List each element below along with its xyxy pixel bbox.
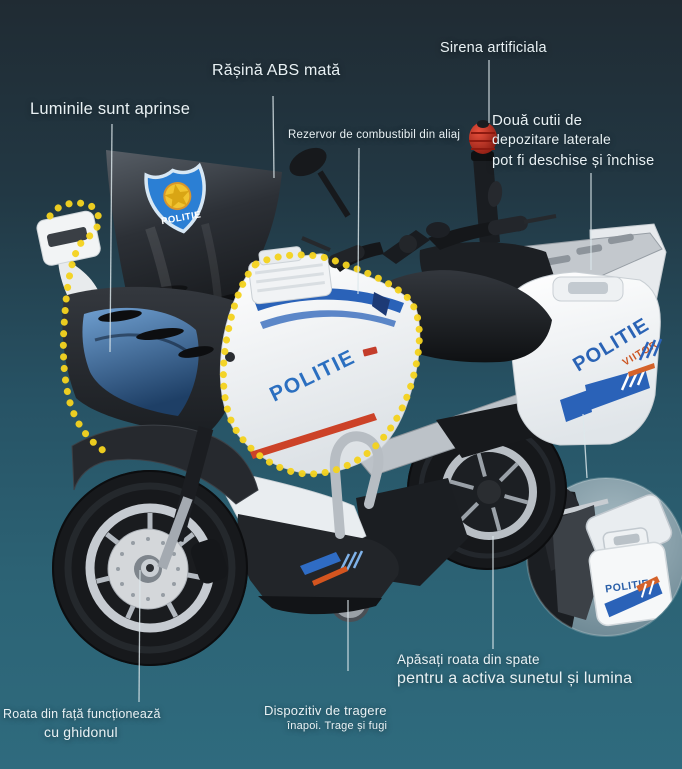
annotation-fuel-tank: Rezervor de combustibil din aliaj [288,129,460,142]
annotation-siren-text: Sirena artificiala [440,40,547,56]
front-fender [71,424,259,505]
annotation-fuel-tank-text: Rezervor de combustibil din aliaj [288,129,461,141]
callout-line-lights [109,123,113,353]
annotation-side-boxes-line2: depozitare laterale [492,131,611,148]
callout-line-resin [272,95,275,179]
callout-line-fuel-tank [357,147,360,295]
annotation-side-boxes-line1: Două cutii de [492,112,583,129]
annotation-abs-resin-text: Rășină ABS mată [212,62,341,79]
fairing-highlight-outline [219,251,423,478]
front-fork [157,426,228,584]
handlebars [289,147,557,272]
annotation-side-boxes: Două cutii de depozitare laterale pot fi… [492,112,654,170]
annotation-front-wheel-line2: cu ghidonul [44,724,118,740]
annotation-rear-wheel-line1: Apăsați roata din spate [397,652,540,667]
crash-bar [329,431,384,539]
annotation-pullback-line1: Dispozitiv de tragere [264,703,387,718]
callout-line-inset [582,413,588,479]
annotation-front-wheel-line1: Roata din față funcționează [3,707,161,721]
police-badge-icon: POLITIE [144,162,206,234]
annotation-pullback-line2: înapoi. Trage și fugi [287,720,388,732]
lower-cowl [223,469,399,615]
inset-box-body: POLITIE [588,527,674,627]
front-highlight-outline [46,199,108,455]
motorcycle: POLITIE VIITOR [36,120,667,666]
highlight-dotted-outline [46,199,423,478]
left-mirror-icon [289,147,327,177]
center-fairing: POLITIE [219,261,421,474]
callout-line-front-wheel [138,569,141,703]
annotation-side-boxes-line3: pot fi deschise și închise [492,153,655,170]
front-nose [62,286,245,436]
annotation-abs-resin: Rășină ABS mată [212,62,340,80]
callout-lines [109,60,592,703]
annotation-lights: Luminile sunt aprinse [30,100,190,119]
annotation-lights-text: Luminile sunt aprinse [30,100,191,118]
annotation-rear-wheel: Apăsați roata din spate pentru a activa … [397,652,632,688]
annotation-rear-wheel-line2: pentru a activa sunetul și lumina [397,669,633,687]
annotation-siren: Sirena artificiala [440,40,547,57]
